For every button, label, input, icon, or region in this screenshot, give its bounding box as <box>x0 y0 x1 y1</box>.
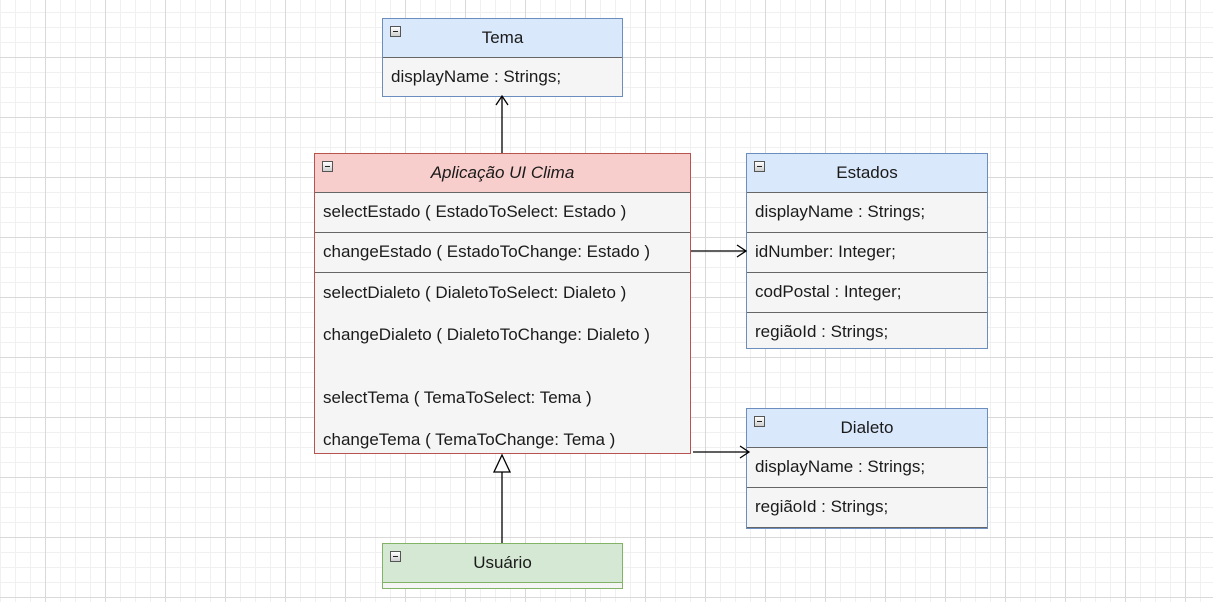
class-aplicacao-ui-clima[interactable]: Aplicação UI Clima selectEstado ( Estado… <box>314 153 691 454</box>
dialeto-attribute[interactable]: displayName : Strings; <box>747 448 987 488</box>
class-dialeto-title: Dialeto <box>840 418 894 437</box>
edge-app-to-estados[interactable] <box>691 244 748 258</box>
estados-attribute[interactable]: codPostal : Integer; <box>747 273 987 313</box>
estados-attribute[interactable]: regiãoId : Strings; <box>755 322 889 341</box>
edge-app-to-dialeto[interactable] <box>693 445 751 459</box>
class-tema-header[interactable]: Tema <box>383 19 622 58</box>
estados-attribute[interactable]: displayName : Strings; <box>747 193 987 233</box>
class-usuario-header[interactable]: Usuário <box>383 544 622 583</box>
collapse-icon[interactable] <box>754 416 765 427</box>
method-change-estado[interactable]: changeEstado ( EstadoToChange: Estado ) <box>315 233 690 273</box>
class-dialeto-header[interactable]: Dialeto <box>747 409 987 448</box>
class-aplicacao-header[interactable]: Aplicação UI Clima <box>315 154 690 193</box>
edge-app-to-tema[interactable] <box>495 94 509 153</box>
methods-section[interactable]: selectDialeto ( DialetoToSelect: Dialeto… <box>315 273 690 455</box>
class-tema[interactable]: Tema displayName : Strings; <box>382 18 623 97</box>
class-dialeto[interactable]: Dialeto displayName : Strings; regiãoId … <box>746 408 988 529</box>
tema-attribute[interactable]: displayName : Strings; <box>391 67 562 86</box>
collapse-icon[interactable] <box>322 161 333 172</box>
dialeto-attribute[interactable]: regiãoId : Strings; <box>747 488 987 528</box>
method-select-tema[interactable]: selectTema ( TemaToSelect: Tema ) <box>323 388 592 407</box>
estados-attribute[interactable]: idNumber: Integer; <box>747 233 987 273</box>
method-change-dialeto[interactable]: changeDialeto ( DialetoToChange: Dialeto… <box>323 325 650 344</box>
collapse-icon[interactable] <box>390 26 401 37</box>
edge-usuario-inherits-app[interactable] <box>492 453 512 543</box>
method-change-tema[interactable]: changeTema ( TemaToChange: Tema ) <box>323 430 616 449</box>
class-tema-title: Tema <box>481 28 524 47</box>
method-select-dialeto[interactable]: selectDialeto ( DialetoToSelect: Dialeto… <box>323 283 627 302</box>
class-usuario[interactable]: Usuário <box>382 543 623 589</box>
collapse-icon[interactable] <box>390 551 401 562</box>
class-estados-title: Estados <box>836 163 898 182</box>
method-select-estado[interactable]: selectEstado ( EstadoToSelect: Estado ) <box>315 193 690 233</box>
class-usuario-title: Usuário <box>473 553 532 572</box>
class-estados[interactable]: Estados displayName : Strings; idNumber:… <box>746 153 988 349</box>
collapse-icon[interactable] <box>754 161 765 172</box>
class-aplicacao-title: Aplicação UI Clima <box>430 163 575 182</box>
class-estados-header[interactable]: Estados <box>747 154 987 193</box>
